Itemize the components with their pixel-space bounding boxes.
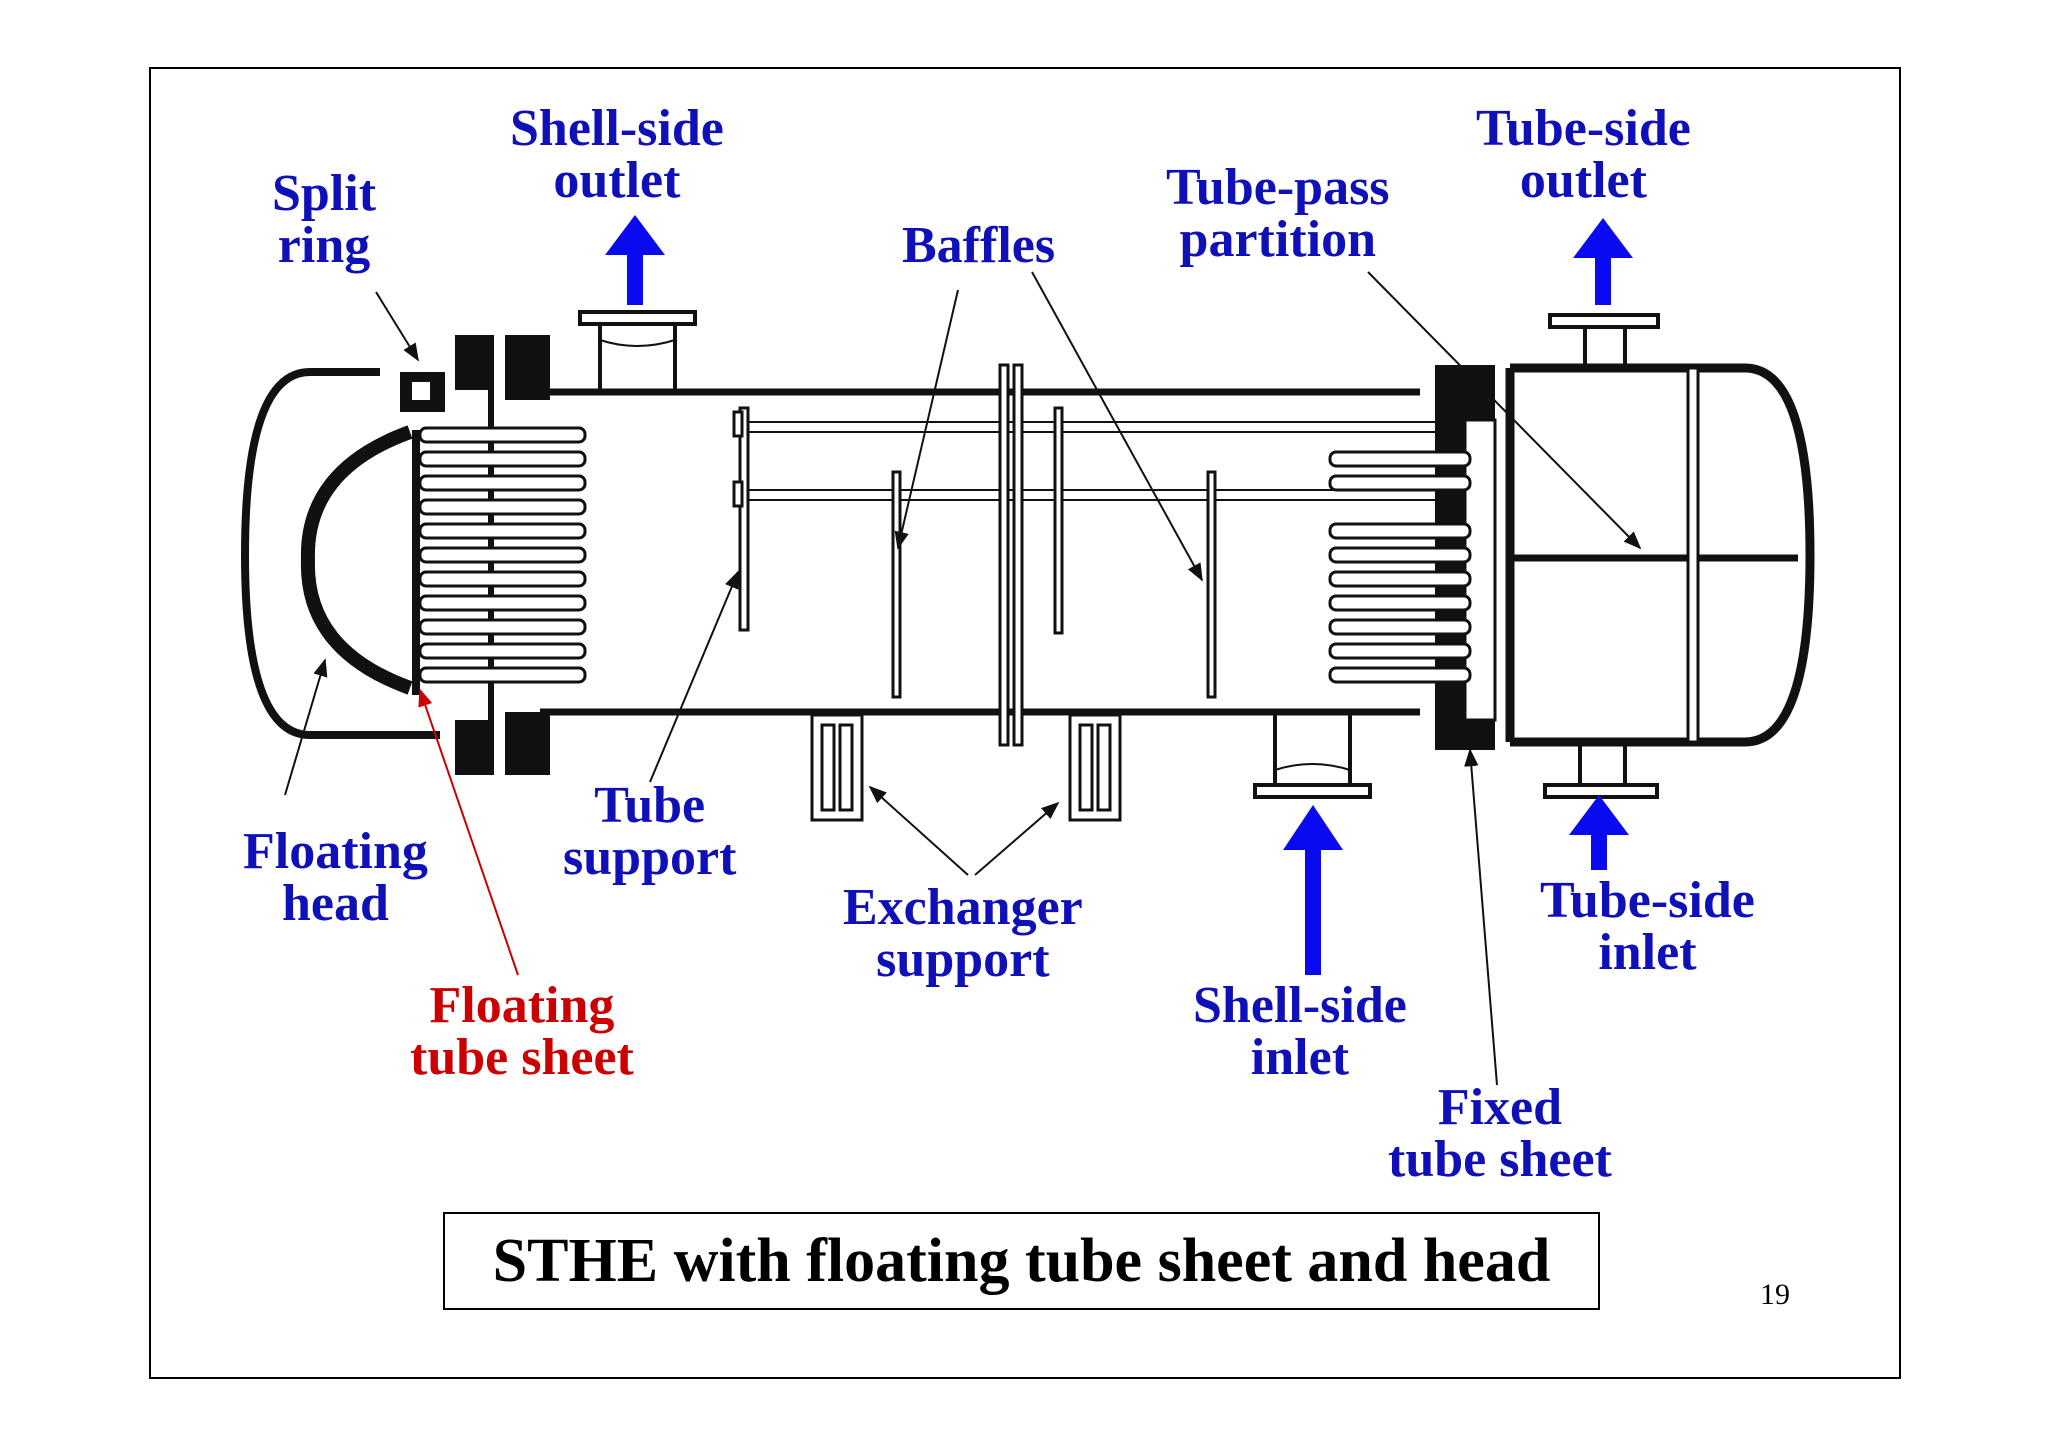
page-number: 19 — [1760, 1278, 1790, 1311]
baffle-plates — [891, 406, 1217, 699]
tube-outlet-nozzle — [1548, 313, 1660, 368]
floating-tube-sheet-leader — [418, 688, 519, 976]
floating-head — [240, 368, 440, 739]
flow-arrows — [605, 215, 1633, 975]
title-box: STHE with floating tube sheet and head — [443, 1212, 1600, 1310]
right-tube-bundle — [1328, 450, 1472, 684]
leader-lines — [284, 271, 1642, 1086]
tie-rods — [740, 421, 1465, 501]
shell-outlet-nozzle — [578, 310, 697, 392]
exchanger-saddles — [810, 713, 1122, 822]
left-tube-bundle — [418, 426, 587, 684]
shell-flange — [998, 363, 1024, 747]
shell-inlet-nozzle — [1253, 712, 1372, 799]
tube-inlet-nozzle — [1543, 742, 1659, 799]
label-baffles: Baffles — [902, 217, 1056, 274]
channel-head — [1505, 363, 1815, 747]
split-ring — [400, 372, 445, 412]
shell — [540, 388, 1420, 716]
slide-title: STHE with floating tube sheet and head — [492, 1226, 1551, 1295]
tube-support-plate — [732, 406, 750, 632]
